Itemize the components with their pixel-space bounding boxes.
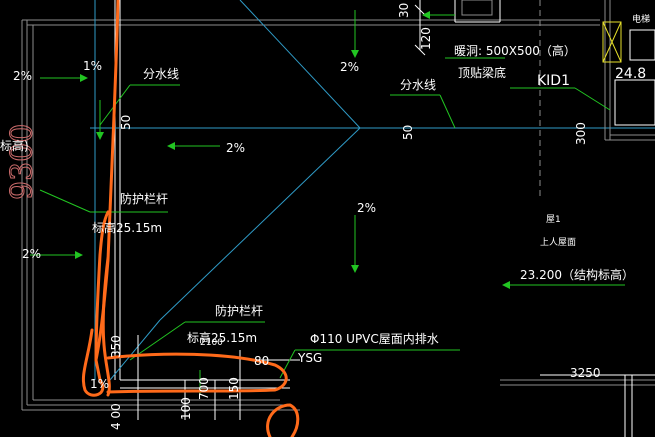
slope-1pct-top: 1%	[83, 59, 102, 73]
kid-label: KID1	[537, 73, 570, 89]
guardrail-elev-2: 标高25.15m	[187, 330, 257, 345]
ysg-label: YSG	[297, 351, 322, 365]
dim-100: 100	[179, 397, 193, 420]
dim-50-right: 50	[401, 125, 415, 140]
dim-700: 700	[197, 377, 211, 400]
roof-sub-label: 上人屋面	[540, 237, 576, 248]
opening-label: 暖洞: 500X500（高）	[454, 43, 576, 58]
side-elev-label: 标高)	[0, 138, 29, 153]
slope-left-low: 2%	[22, 247, 41, 261]
guardrail-label-1: 防护栏杆	[120, 191, 168, 206]
dim-2100: 2100	[200, 338, 223, 348]
dim-30: 30	[397, 3, 411, 18]
ridge-label-left: 分水线	[143, 67, 179, 81]
drain-label: Φ110 UPVC屋面内排水	[310, 332, 439, 346]
guardrail-label-2: 防护栏杆	[215, 303, 263, 318]
slope-center-low: 2%	[357, 201, 376, 215]
elevator-label: 电梯	[632, 13, 650, 25]
dim-120: 120	[419, 27, 433, 50]
slope-arrowheads	[75, 11, 510, 289]
roof-label: 屋1	[546, 214, 561, 225]
right-building-lines	[454, 0, 655, 437]
dimension-lines	[120, 0, 655, 420]
dim-9300-red: 9300	[5, 124, 40, 200]
dim-300: 300	[574, 122, 588, 145]
elev-24-8: 24.8	[615, 66, 646, 82]
slope-1pct-bottom: 1%	[90, 377, 109, 391]
slope-center-top: 2%	[340, 60, 359, 74]
dim-150: 150	[227, 377, 241, 400]
opening-note: 顶贴梁底	[458, 65, 506, 80]
orange-markup	[81, 0, 300, 437]
dim-350: 350	[109, 335, 123, 358]
ridge-label-right: 分水线	[400, 78, 436, 92]
dim-3250: 3250	[570, 366, 601, 380]
struct-elev-label: 23.200（结构标高）	[520, 267, 634, 282]
guardrail-elev-1: 标高25.15m	[92, 220, 162, 235]
ridge-lines	[90, 0, 655, 381]
dim-400: 4 00	[109, 403, 123, 430]
slope-center-mid: 2%	[226, 141, 245, 155]
dim-50-left: 50	[119, 115, 133, 130]
leaders-and-arrows	[30, 10, 625, 395]
dim-80: 80	[254, 354, 269, 368]
slope-left-top: 2%	[13, 69, 32, 83]
